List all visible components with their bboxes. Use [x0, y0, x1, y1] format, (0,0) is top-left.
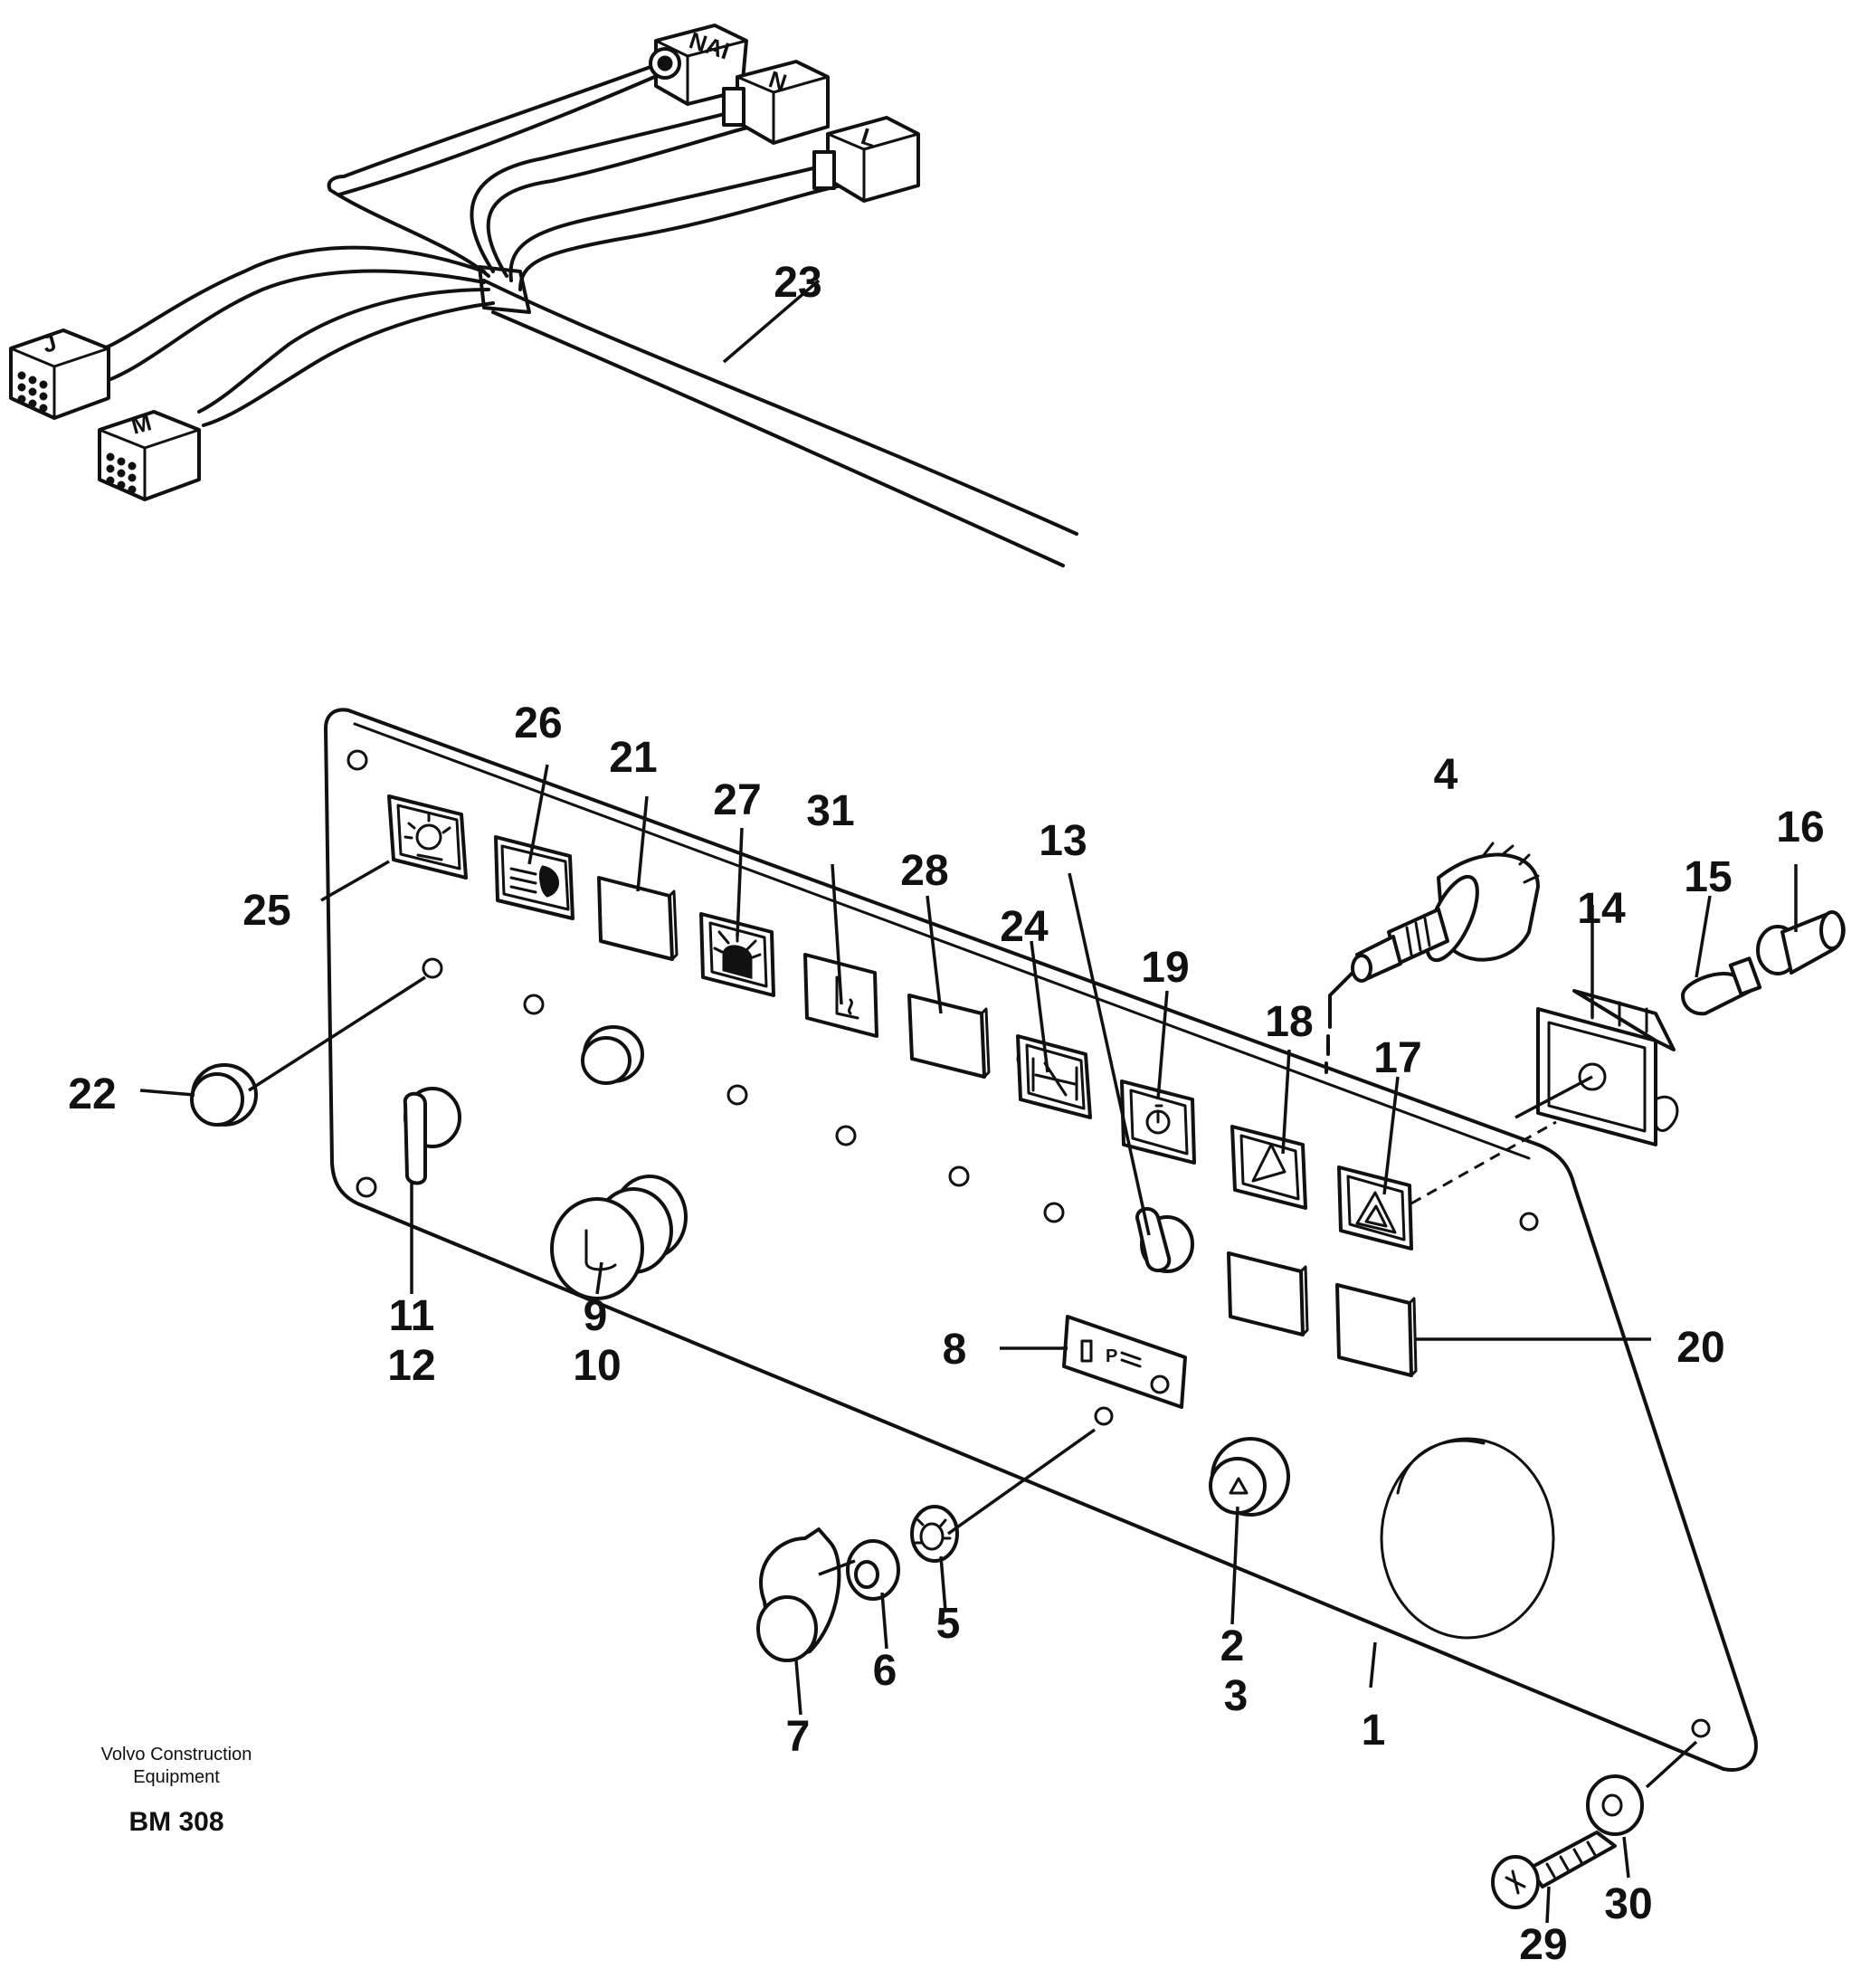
callout-labels: 1 2 3 4 5 6 7 8 9 10 11 12 13 14 15 16 1…: [68, 259, 1824, 1969]
connector-m: M: [98, 408, 201, 501]
timer-icon: [1145, 1104, 1171, 1135]
callout-13: 13: [1039, 817, 1087, 865]
maker-line-1: Volvo Construction: [101, 1745, 252, 1764]
callout-17: 17: [1373, 1034, 1421, 1082]
seat-heater-icon: [835, 975, 859, 1020]
callout-5: 5: [936, 1600, 961, 1648]
switch-24-wiper: [1016, 1034, 1092, 1119]
switch-25-work-light: [387, 794, 468, 880]
maker-line-2: Equipment: [133, 1767, 220, 1787]
cigarette-lighter-9-10: [550, 1175, 688, 1300]
knob-mounted: [581, 1025, 644, 1085]
connector-j: J: [9, 328, 110, 420]
footer-block: Volvo Construction Equipment BM 308: [101, 1745, 252, 1837]
parking-light-indicator-icon: P: [1080, 1339, 1170, 1394]
headlight-icon: [509, 865, 559, 898]
bulb-holder-16: [1756, 910, 1846, 975]
switch-18-windshield: [1230, 1125, 1307, 1210]
callout-12: 12: [387, 1342, 435, 1390]
switch-17-hazard: [1337, 1165, 1413, 1251]
connector-nai: NAI: [649, 24, 748, 106]
nut-6: [846, 1539, 900, 1601]
callout-14: 14: [1577, 885, 1626, 933]
bulb-15: [1681, 956, 1762, 1016]
callout-23: 23: [774, 259, 821, 307]
switch-20-blank-a: [1227, 1251, 1309, 1336]
wire-harness: [102, 60, 1078, 567]
switch-21-blank: [597, 876, 679, 961]
switch-28-blank: [907, 994, 991, 1079]
callout-24: 24: [1000, 903, 1049, 951]
callout-2: 2: [1220, 1622, 1245, 1670]
leader-lines: [139, 279, 1798, 1924]
callout-4: 4: [1434, 751, 1458, 799]
indicator-8: P: [1062, 1315, 1187, 1409]
screw-29: [1491, 1831, 1617, 1909]
cap-22: [190, 1063, 258, 1127]
callout-30: 30: [1604, 1880, 1652, 1928]
callout-3: 3: [1224, 1672, 1249, 1720]
callout-31: 31: [806, 787, 854, 835]
callout-15: 15: [1684, 853, 1732, 901]
callout-6: 6: [873, 1647, 897, 1695]
windshield-icon: [1251, 1143, 1287, 1183]
push-button-2-3: [1209, 1437, 1290, 1517]
callout-7: 7: [786, 1713, 811, 1761]
rotary-switch-4: [1325, 842, 1540, 1074]
drawing-code: BM 308: [128, 1807, 223, 1837]
switch-housing-14: [1536, 989, 1679, 1146]
callout-29: 29: [1519, 1921, 1567, 1969]
callout-9: 9: [584, 1292, 608, 1340]
callout-25: 25: [242, 887, 290, 935]
connector-l: L: [812, 116, 920, 203]
callout-20: 20: [1676, 1324, 1724, 1372]
switch-26-headlight: [494, 835, 574, 920]
svg-text:P: P: [1106, 1346, 1117, 1366]
callout-22: 22: [68, 1070, 116, 1118]
callout-19: 19: [1141, 944, 1189, 992]
rocker-switch-11-12: [403, 1087, 461, 1185]
warning-button-icon: [1229, 1477, 1249, 1495]
callout-11: 11: [389, 1292, 435, 1340]
callout-18: 18: [1265, 998, 1313, 1046]
hazard-icon: [1355, 1191, 1397, 1234]
wiper-icon: [1031, 1057, 1078, 1101]
washer-30: [1586, 1774, 1644, 1836]
callout-21: 21: [609, 734, 657, 782]
callout-27: 27: [713, 776, 761, 824]
callout-1: 1: [1362, 1707, 1386, 1755]
switch-20-blank-b: [1335, 1283, 1418, 1377]
connector-n: N: [722, 60, 830, 145]
washer-5: [910, 1505, 959, 1563]
callout-10: 10: [573, 1342, 621, 1390]
knob-7: [756, 1527, 841, 1662]
instrument-panel: [324, 708, 1758, 1772]
callout-16: 16: [1776, 804, 1824, 851]
work-light-icon: [404, 813, 451, 861]
callout-26: 26: [514, 699, 562, 747]
callout-8: 8: [943, 1326, 967, 1374]
callout-28: 28: [900, 847, 948, 895]
